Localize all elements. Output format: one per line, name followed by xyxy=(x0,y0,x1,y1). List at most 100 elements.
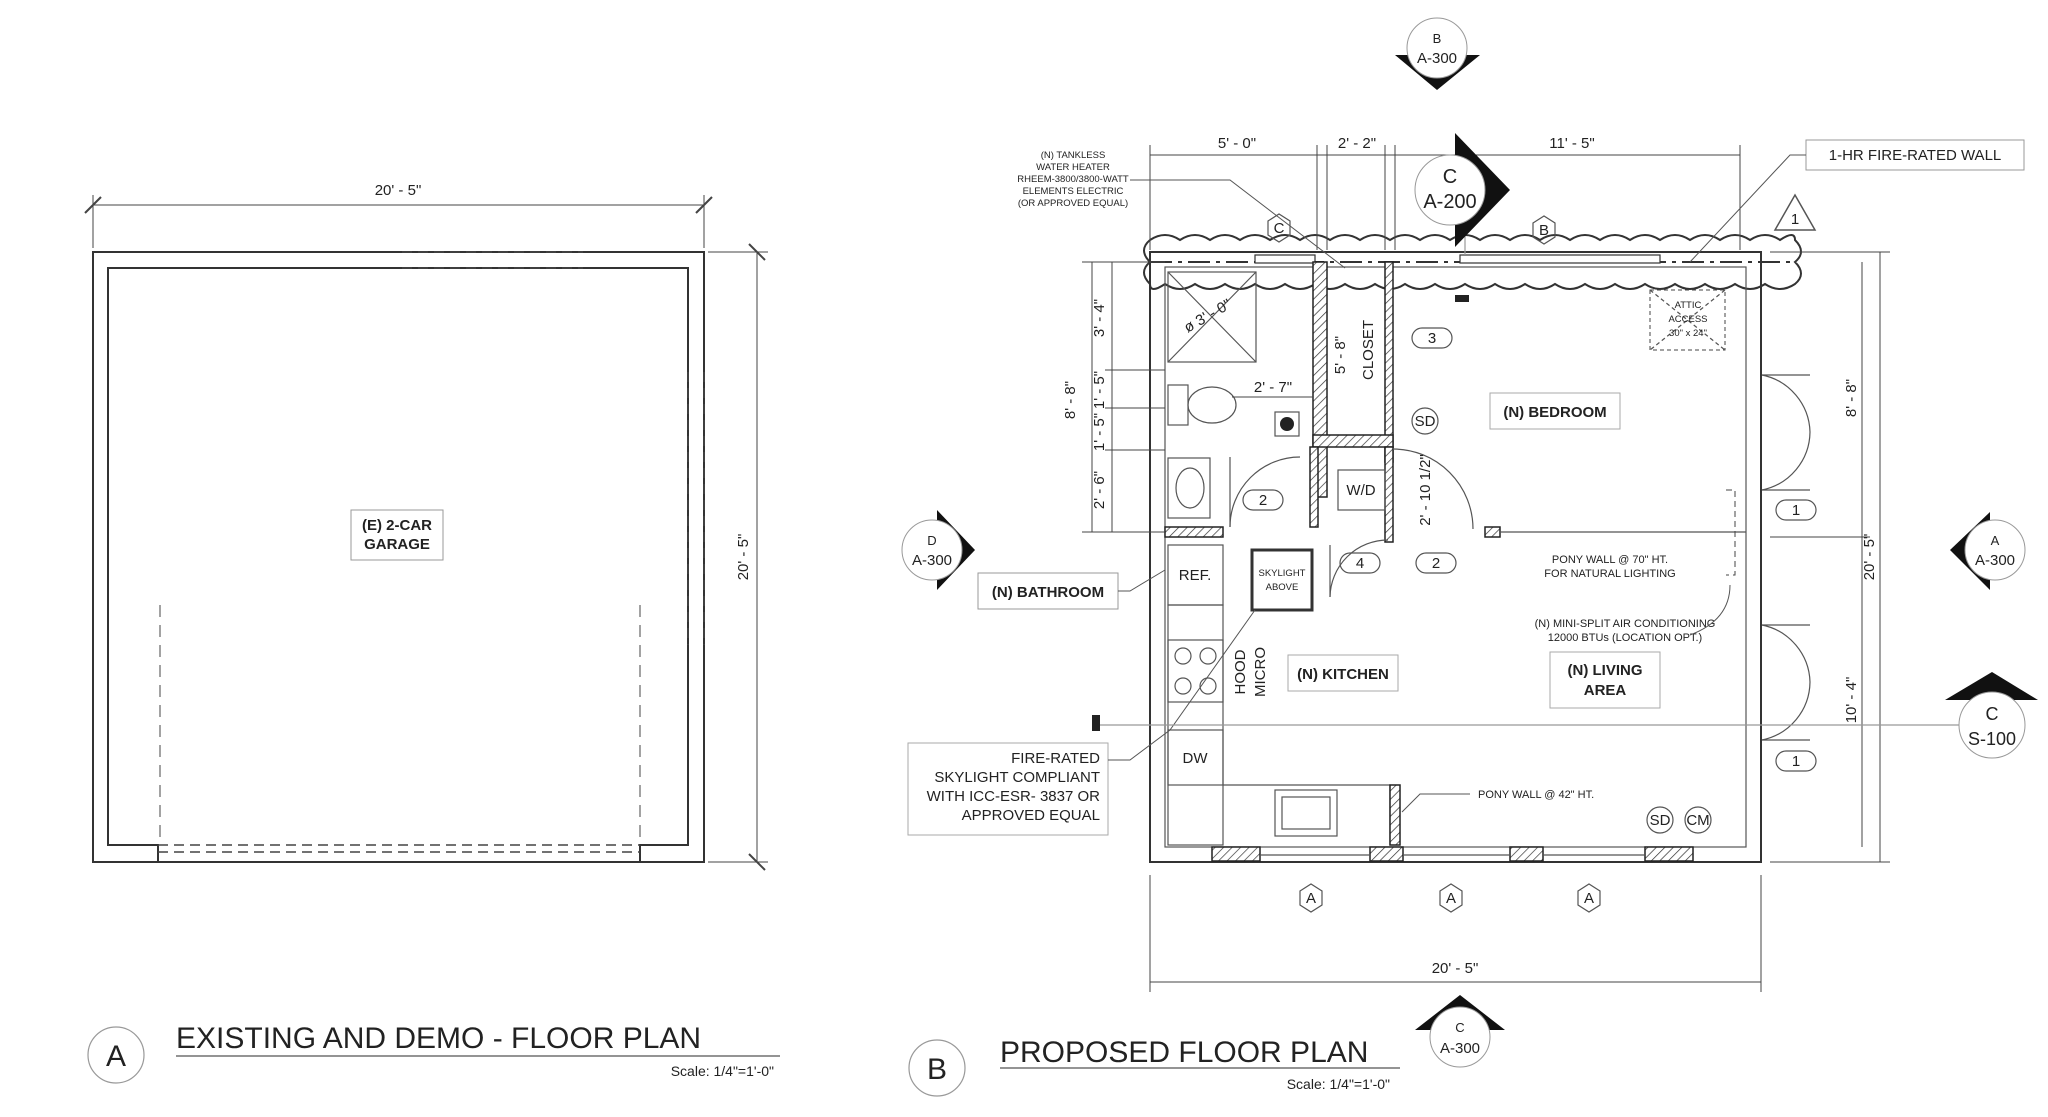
adu-inner-wall xyxy=(1164,266,1747,848)
dim-left-total: 8' - 8" xyxy=(1062,381,1079,419)
door-tag-1a xyxy=(1775,499,1817,521)
plan-a-title: EXISTING AND DEMO - FLOOR PLAN xyxy=(176,1022,701,1055)
wd-top-wall xyxy=(1312,434,1394,448)
svg-text:CM: CM xyxy=(1686,812,1709,829)
section-marker-d-left: D A-300 xyxy=(901,510,975,590)
dim-top3-b: 11' - 5" xyxy=(1549,135,1594,152)
water-heater xyxy=(1274,411,1300,437)
right-door-2 xyxy=(1761,624,1811,741)
skylight xyxy=(1250,548,1314,612)
right-door-1 xyxy=(1761,374,1811,491)
shower-dim: ø 3' - 0" xyxy=(1181,296,1234,336)
section-marker-a-right: A A-300 xyxy=(1950,512,2026,590)
svg-text:C: C xyxy=(1274,220,1285,237)
ref-label: REF. xyxy=(1179,567,1212,584)
bathroom-door-swing xyxy=(1229,456,1301,528)
window-c xyxy=(1254,254,1316,264)
shower xyxy=(1167,271,1257,363)
smoke-detector-2 xyxy=(1646,806,1674,834)
bath-sink xyxy=(1167,457,1211,519)
svg-text:SKYLIGHT COMPLIANT: SKYLIGHT COMPLIANT xyxy=(934,769,1100,786)
bedroom-door-swing xyxy=(1392,448,1474,530)
garage-inner-wall xyxy=(107,267,689,862)
svg-text:A-300: A-300 xyxy=(1417,50,1457,67)
svg-text:RHEEM-3800/3800-WATT: RHEEM-3800/3800-WATT xyxy=(1017,174,1129,185)
svg-text:A-300: A-300 xyxy=(912,552,952,569)
window-tag-b xyxy=(1532,215,1556,245)
svg-text:PONY WALL @ 70" HT.: PONY WALL @ 70" HT. xyxy=(1552,554,1668,566)
svg-text:2' - 7": 2' - 7" xyxy=(1254,379,1292,396)
pony-wall-42 xyxy=(1389,784,1401,846)
svg-text:FOR NATURAL LIGHTING: FOR NATURAL LIGHTING xyxy=(1544,568,1675,580)
fire-wall-note: 1-HR FIRE-RATED WALL xyxy=(1829,147,2002,164)
svg-text:2: 2 xyxy=(1259,492,1267,509)
mini-split xyxy=(1726,489,1736,576)
svg-text:A: A xyxy=(1306,890,1316,907)
svg-text:1: 1 xyxy=(1791,211,1799,228)
svg-text:C: C xyxy=(1443,166,1457,188)
svg-text:30" x 24": 30" x 24" xyxy=(1669,328,1707,339)
svg-text:A: A xyxy=(1584,890,1594,907)
bathroom-label: (N) BATHROOM xyxy=(992,584,1104,601)
dim-top1-b: 5' - 0" xyxy=(1218,135,1256,152)
cooktop xyxy=(1167,639,1224,703)
bathroom-label-box xyxy=(977,572,1119,610)
hood-label: HOOD xyxy=(1232,649,1249,694)
svg-text:10' - 4": 10' - 4" xyxy=(1843,677,1860,724)
proposed-floor-plan: ø 3' - 0" REF. HOOD MICRO DW SKYLIGHT AB… xyxy=(901,17,2038,1097)
door-tag-2a xyxy=(1242,489,1284,511)
svg-text:1' - 5": 1' - 5" xyxy=(1091,371,1108,409)
dim-top2-b: 2' - 2" xyxy=(1338,135,1376,152)
svg-text:FIRE-RATED: FIRE-RATED xyxy=(1011,750,1100,767)
svg-text:(N) TANKLESS: (N) TANKLESS xyxy=(1041,150,1106,161)
washer-dryer xyxy=(1337,469,1386,511)
svg-text:APPROVED EQUAL: APPROVED EQUAL xyxy=(962,807,1100,824)
svg-text:A-300: A-300 xyxy=(1975,552,2015,569)
door-tag-1b xyxy=(1775,750,1817,772)
svg-text:A: A xyxy=(1446,890,1456,907)
plan-a-marker xyxy=(87,1026,145,1084)
co-monitor xyxy=(1684,806,1712,834)
kitchen-label-box xyxy=(1287,654,1399,692)
svg-text:3' - 4": 3' - 4" xyxy=(1091,299,1108,337)
living-label-2: AREA xyxy=(1584,682,1627,699)
section-marker-b-top: B A-300 xyxy=(1395,17,1480,90)
svg-text:ABOVE: ABOVE xyxy=(1266,582,1299,593)
garage-label-1: (E) 2-CAR xyxy=(362,517,432,534)
toilet-tank xyxy=(1167,384,1189,426)
garage-label-box xyxy=(350,509,444,561)
micro-label: MICRO xyxy=(1252,647,1269,697)
window-tag-c xyxy=(1267,213,1291,243)
living-label-box xyxy=(1549,651,1661,709)
skylight-note-box xyxy=(907,742,1109,836)
svg-text:2: 2 xyxy=(1432,555,1440,572)
closet-right-wall xyxy=(1384,261,1394,463)
wd-door-swing xyxy=(1329,539,1389,598)
bedroom-label: (N) BEDROOM xyxy=(1503,404,1606,421)
smoke-detector-1 xyxy=(1411,407,1439,435)
wd-left-wall xyxy=(1309,446,1319,528)
svg-text:5' - 8": 5' - 8" xyxy=(1332,336,1349,374)
svg-text:(OR APPROVED EQUAL): (OR APPROVED EQUAL) xyxy=(1018,198,1128,209)
svg-text:B: B xyxy=(1433,31,1442,46)
svg-text:B: B xyxy=(927,1053,947,1086)
toilet xyxy=(1187,386,1237,424)
svg-text:C: C xyxy=(1986,704,1999,724)
svg-text:PONY WALL @ 42" HT.: PONY WALL @ 42" HT. xyxy=(1478,789,1594,801)
window-tag-a3 xyxy=(1577,883,1601,913)
plan-a-scale: Scale: 1/4"=1'-0" xyxy=(671,1063,774,1079)
dw-label: DW xyxy=(1183,750,1209,767)
window-tag-a1 xyxy=(1299,883,1323,913)
kitchen-label: (N) KITCHEN xyxy=(1297,666,1389,683)
existing-floor-plan: 20' - 5" 20' - 5" (E) 2-CAR GARAGE A EXI… xyxy=(84,182,780,1084)
svg-text:SD: SD xyxy=(1650,812,1671,829)
svg-text:12000 BTUs (LOCATION OPT.): 12000 BTUs (LOCATION OPT.) xyxy=(1548,632,1702,644)
svg-text:B: B xyxy=(1539,222,1549,239)
window-tag-a2 xyxy=(1439,883,1463,913)
dim-right-a: 20' - 5" xyxy=(735,534,752,581)
kitchen-sink xyxy=(1274,789,1338,837)
adu-outer-wall xyxy=(1149,251,1762,863)
svg-text:1: 1 xyxy=(1792,502,1800,519)
svg-text:A-300: A-300 xyxy=(1440,1040,1480,1057)
wd-label: W/D xyxy=(1346,482,1375,499)
